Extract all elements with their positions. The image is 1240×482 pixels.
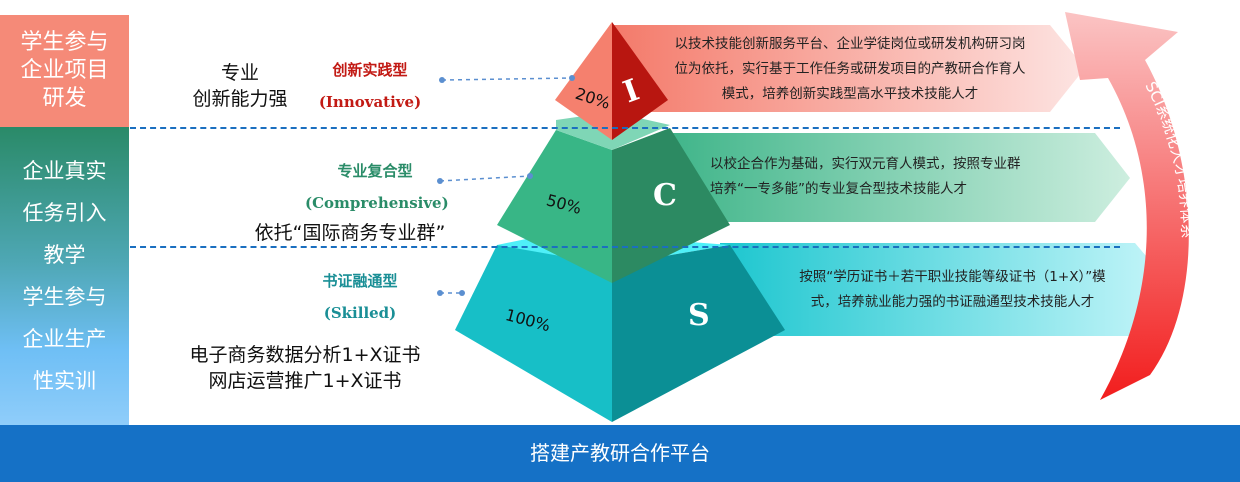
connector-comprehensive [439, 175, 531, 182]
pyramid-i-left [555, 22, 612, 140]
left-bottom-line: 企业生产 [22, 327, 107, 351]
certificate: 网店运营推广1+X证书 [208, 370, 402, 392]
left-bottom-line: 教学 [43, 243, 86, 267]
tier-name: 专业复合型 [337, 162, 413, 180]
pyramid-i-right [612, 22, 668, 140]
left-panel-bottom: 企业真实 任务引入 教学 学生参与 企业生产 性实训 [0, 127, 129, 425]
left-bottom-line: 学生参与 [22, 285, 107, 309]
tier-english: (Comprehensive) [305, 194, 449, 212]
desc-line: 按照“学历证书＋若干职业技能等级证书（1+X）”模 [799, 269, 1106, 285]
label-line: 创新能力强 [192, 88, 288, 110]
pyramid-s-left [455, 245, 612, 422]
letter-skilled: S [688, 298, 710, 333]
divider-line [130, 246, 1120, 248]
description-comprehensive: 以校企合作为基础，实行双元育人模式，按照专业群 培养“一专多能”的专业复合型技术… [710, 152, 1070, 202]
left-top-line: 学生参与 [20, 30, 109, 55]
left-top-line: 企业项目 [20, 58, 109, 83]
tier-name: 创新实践型 [332, 61, 408, 79]
certificate: 电子商务数据分析1+X证书 [189, 344, 421, 366]
left-top-line: 研发 [42, 86, 87, 111]
desc-line: 模式，培养创新实践型高水平技术技能人才 [721, 86, 979, 102]
innovative-ability-label: 专业 创新能力强 [175, 60, 305, 112]
label-line: 专业 [220, 62, 259, 84]
tier-name: 书证融通型 [322, 272, 398, 290]
description-skilled: 按照“学历证书＋若干职业技能等级证书（1+X）”模 式，培养就业能力强的书证融通… [760, 265, 1145, 315]
desc-line: 式，培养就业能力强的书证融通型技术技能人才 [810, 294, 1095, 310]
left-bottom-line: 企业真实 [22, 159, 107, 183]
tier-english: (Skilled) [323, 304, 397, 322]
divider-line [130, 127, 1120, 129]
description-innovative: 以技术技能创新服务平台、企业学徒岗位或研发机构研习岗 位为依托，实行基于工作任务… [640, 32, 1060, 107]
certificates-label: 电子商务数据分析1+X证书 网店运营推广1+X证书 [150, 342, 460, 394]
pyramid-s-right [612, 245, 785, 422]
desc-line: 以技术技能创新服务平台、企业学徒岗位或研发机构研习岗 [674, 36, 1026, 52]
cycle-arrow [1065, 12, 1189, 400]
letter-comprehensive: C [653, 178, 677, 213]
desc-line: 培养“一专多能”的专业复合型技术技能人才 [710, 181, 967, 197]
banner-innovative [612, 25, 1085, 112]
banner-skilled [720, 243, 1175, 336]
desc-line: 以校企合作为基础，实行双元育人模式，按照专业群 [710, 156, 1021, 172]
bottom-platform-bar: 搭建产教研合作平台 [0, 425, 1240, 482]
pyramid-c-left [497, 130, 612, 283]
professional-group-label: 依托“国际商务专业群” [254, 222, 446, 244]
desc-line: 位为依托，实行基于工作任务或研发项目的产教研合作育人 [674, 61, 1026, 77]
pyramid-c-right [612, 128, 730, 283]
tier-name-innovative: 创新实践型 (Innovative) [305, 54, 435, 118]
left-bottom-line: 性实训 [33, 369, 96, 393]
connector-innovative [441, 77, 573, 81]
left-bottom-line: 任务引入 [22, 201, 107, 225]
left-panel-top: 学生参与 企业项目 研发 [0, 15, 129, 127]
banner-comprehensive [660, 133, 1130, 222]
tier-name-comprehensive: 专业复合型 (Comprehensive) [305, 155, 449, 219]
tier-english: (Innovative) [318, 93, 422, 111]
tier-name-skilled: 书证融通型 (Skilled) [300, 265, 420, 329]
